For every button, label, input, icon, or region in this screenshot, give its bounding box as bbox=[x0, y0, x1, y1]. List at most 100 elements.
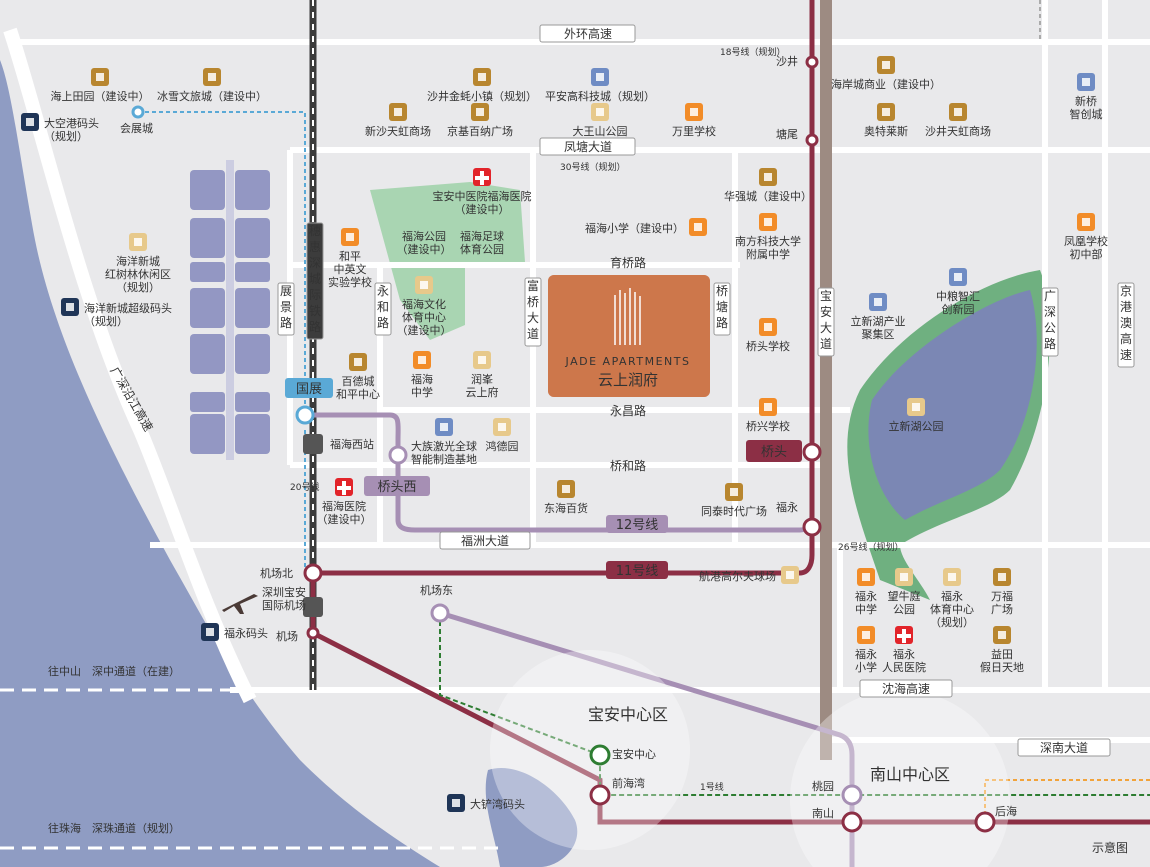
st-houhai: 后海 bbox=[995, 804, 1017, 818]
poi-label: 人民医院 bbox=[882, 660, 926, 674]
poi-label: 平安高科技城（规划） bbox=[545, 89, 655, 103]
st-jichang: 机场 bbox=[276, 629, 298, 643]
poi-label: 中学 bbox=[855, 602, 877, 616]
poi-label: 益田 bbox=[991, 647, 1013, 661]
poi-label: 福海公园 bbox=[402, 229, 446, 243]
poi-wanli: 万里学校 bbox=[672, 103, 716, 138]
poi-dawang: 大王山公园 bbox=[573, 103, 628, 138]
st-fuhaiwest: 福海西站 bbox=[330, 437, 374, 451]
poi-label: 云上府 bbox=[466, 385, 499, 399]
project-name-en: JADE APARTMENTS bbox=[565, 355, 691, 368]
poi-label: 海岸城商业（建设中） bbox=[831, 77, 941, 91]
svg-text:深: 深 bbox=[1044, 305, 1056, 319]
rail-station-icons bbox=[303, 434, 323, 617]
poi-label: （建设中） bbox=[455, 202, 510, 216]
poi-label: 智创城 bbox=[1070, 107, 1103, 121]
poi-label: 智能制造基地 bbox=[411, 452, 477, 466]
poi-label: 宝安中医院福海医院 bbox=[433, 189, 532, 203]
poi-label: 润峯 bbox=[471, 372, 493, 386]
st-jichangdong: 机场东 bbox=[420, 583, 453, 597]
svg-text:公: 公 bbox=[1044, 321, 1056, 335]
svg-text:路: 路 bbox=[280, 315, 292, 330]
poi-fuyongdock: 福永码头 bbox=[201, 623, 268, 641]
road-qiaohe: 桥和路 bbox=[610, 458, 646, 473]
poi-haiyangdock: 海洋新城超级码头（规划） bbox=[61, 298, 172, 328]
sea-area bbox=[0, 60, 440, 867]
poi-label: 万福 bbox=[991, 589, 1013, 603]
poi-label: 小学 bbox=[855, 660, 877, 674]
svg-text:和: 和 bbox=[377, 300, 389, 314]
svg-text:安: 安 bbox=[820, 304, 832, 319]
road-fuzhou: 福洲大道 bbox=[461, 533, 509, 548]
svg-text:路: 路 bbox=[716, 315, 728, 330]
note-l30: 30号线（规划） bbox=[560, 161, 625, 173]
poi-label: 和平中心 bbox=[336, 388, 380, 401]
poi-label: 华强城（建设中） bbox=[724, 189, 812, 203]
st-taoyuan: 桃园 bbox=[812, 779, 834, 793]
svg-text:铁: 铁 bbox=[309, 304, 321, 318]
reclamation-blocks bbox=[190, 160, 270, 460]
poi-label: 中学 bbox=[411, 385, 433, 399]
poi-bingxue: 冰雪文旅城（建设中） bbox=[157, 68, 267, 103]
poi-label: 聚集区 bbox=[862, 327, 895, 341]
poi-label: 冰雪文旅城（建设中） bbox=[157, 89, 267, 103]
poi-pingan: 平安高科技城（规划） bbox=[545, 68, 655, 103]
poi-label: （建设中） bbox=[317, 512, 372, 526]
svg-text:道: 道 bbox=[820, 337, 832, 351]
poi-layer: 海上田园（建设中） 冰雪文旅城（建设中） 沙井金蚝小镇（规划） 平安高科技城（规划） 海… bbox=[21, 56, 1108, 812]
line12-label: 12号线 bbox=[616, 518, 659, 533]
poi-label: 福永 bbox=[941, 589, 963, 603]
poi-label: 国际机场 bbox=[262, 598, 306, 612]
poi-label: 福海小学（建设中） bbox=[585, 221, 684, 235]
poi-label: 京基百纳广场 bbox=[447, 124, 513, 138]
poi-label: 创新园 bbox=[942, 302, 975, 316]
fuhai-park-area bbox=[370, 182, 525, 340]
svg-text:大: 大 bbox=[527, 311, 539, 325]
zone-baoan: 宝安中心区 bbox=[588, 705, 668, 724]
note-l20: 20号线 bbox=[290, 481, 319, 493]
poi-label: 福永 bbox=[855, 589, 877, 603]
poi-label: 奥特莱斯 bbox=[864, 124, 908, 138]
poi-haishang: 海上田园（建设中） bbox=[51, 68, 150, 103]
st-nanshan: 南山 bbox=[812, 807, 834, 820]
svg-text:高: 高 bbox=[1120, 331, 1132, 346]
poi-label: 海上田园（建设中） bbox=[51, 89, 150, 103]
channel-0-label: 深中通道（在建） bbox=[92, 664, 180, 678]
poi-xinsha: 新沙天虹商场 bbox=[365, 103, 431, 138]
badge-qiaotou: 桥头 bbox=[761, 445, 787, 460]
poi-label: 体育中心 bbox=[402, 310, 446, 324]
poi-label: （规划） bbox=[116, 280, 160, 294]
poi-fhpark: 福海公园（建设中） bbox=[397, 229, 452, 256]
poi-label: 大王山公园 bbox=[573, 124, 628, 138]
svg-text:际: 际 bbox=[309, 288, 321, 302]
svg-text:澳: 澳 bbox=[1120, 316, 1132, 330]
poi-label: 沙井天虹商场 bbox=[925, 124, 991, 138]
poi-dakong: 大空港码头（规划） bbox=[21, 113, 99, 143]
road-fengtang: 凤塘大道 bbox=[564, 139, 612, 154]
poi-label: （规划） bbox=[84, 314, 128, 328]
lixin-lake bbox=[868, 290, 1037, 520]
st-fuyong: 福永 bbox=[776, 500, 798, 514]
sea-inlet bbox=[485, 768, 578, 867]
poi-label: 海洋新城 bbox=[116, 254, 160, 268]
road-shennan: 深南大道 bbox=[1040, 740, 1088, 755]
st-jichangbei: 机场北 bbox=[260, 566, 293, 580]
poi-label: 中英文 bbox=[334, 262, 367, 276]
poi-shajingjinhao: 沙井金蚝小镇（规划） bbox=[427, 68, 537, 103]
poi-label: 望牛庭 bbox=[888, 589, 921, 603]
poi-qiaoxing: 桥兴学校 bbox=[746, 398, 790, 433]
svg-text:深: 深 bbox=[309, 256, 321, 270]
svg-text:塘: 塘 bbox=[716, 299, 728, 314]
svg-text:路: 路 bbox=[309, 319, 321, 334]
